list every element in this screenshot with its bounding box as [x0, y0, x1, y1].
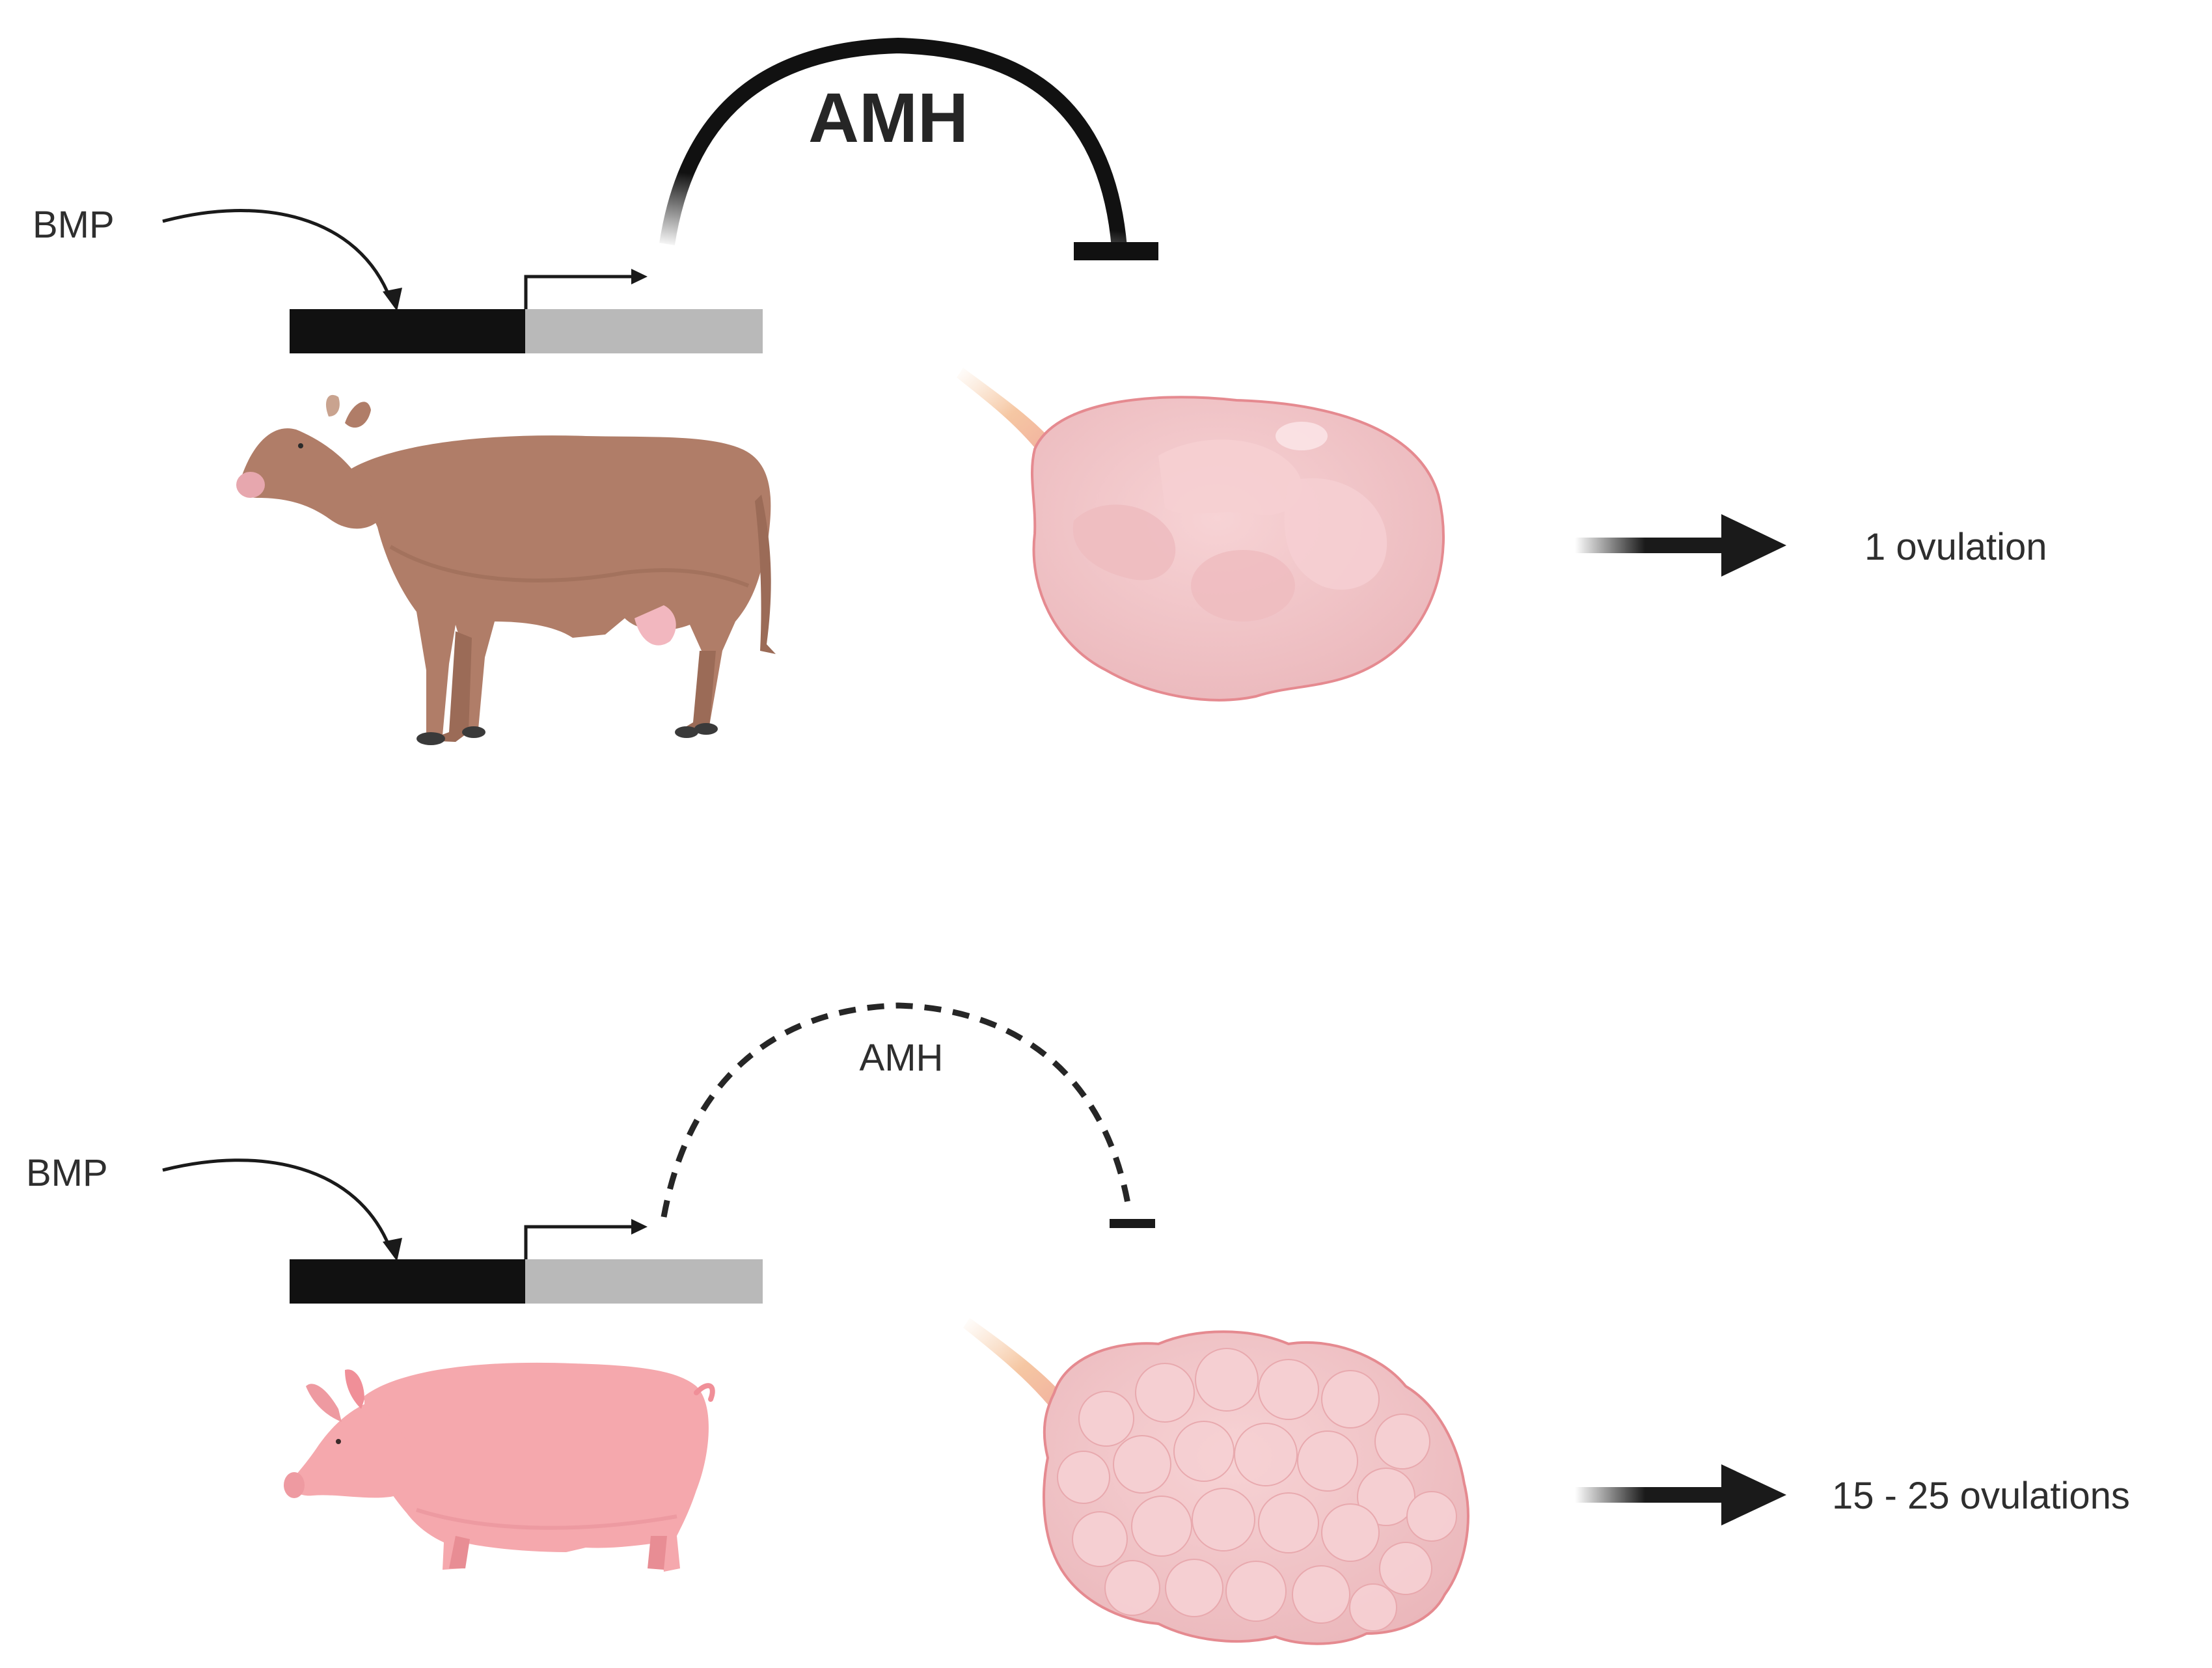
outcome-arrow-pig	[1575, 1464, 1786, 1525]
bmp-label: BMP	[33, 204, 115, 246]
pig-icon	[284, 1362, 715, 1572]
promoter-block	[290, 1259, 525, 1304]
ovary-single-follicle-icon	[957, 368, 1445, 702]
pig-panel: BMP AMH	[26, 1002, 2130, 1645]
amh-inhibition-arc-weak	[661, 1002, 1155, 1228]
amh-inhibition-arc-strong	[659, 37, 1158, 260]
outcome-label-cow: 1 ovulation	[1864, 526, 2047, 568]
gene-block	[525, 309, 763, 353]
bmp-arrow	[162, 209, 402, 311]
promoter-block	[290, 309, 525, 353]
outcome-label-pig: 15 - 25 ovulations	[1832, 1475, 2130, 1517]
amh-label-weak: AMH	[860, 1037, 944, 1079]
bmp-arrow	[162, 1158, 402, 1261]
amh-label-strong: AMH	[808, 78, 968, 157]
transcription-start-arrow	[524, 269, 648, 309]
cow-panel: BMP AMH	[33, 37, 2047, 745]
gene-block	[525, 1259, 763, 1304]
cow-icon	[236, 394, 776, 745]
ovary-multi-follicle-icon	[963, 1318, 1469, 1645]
transcription-start-arrow	[524, 1219, 648, 1259]
outcome-arrow-cow	[1575, 514, 1786, 577]
bmp-label: BMP	[26, 1152, 108, 1194]
